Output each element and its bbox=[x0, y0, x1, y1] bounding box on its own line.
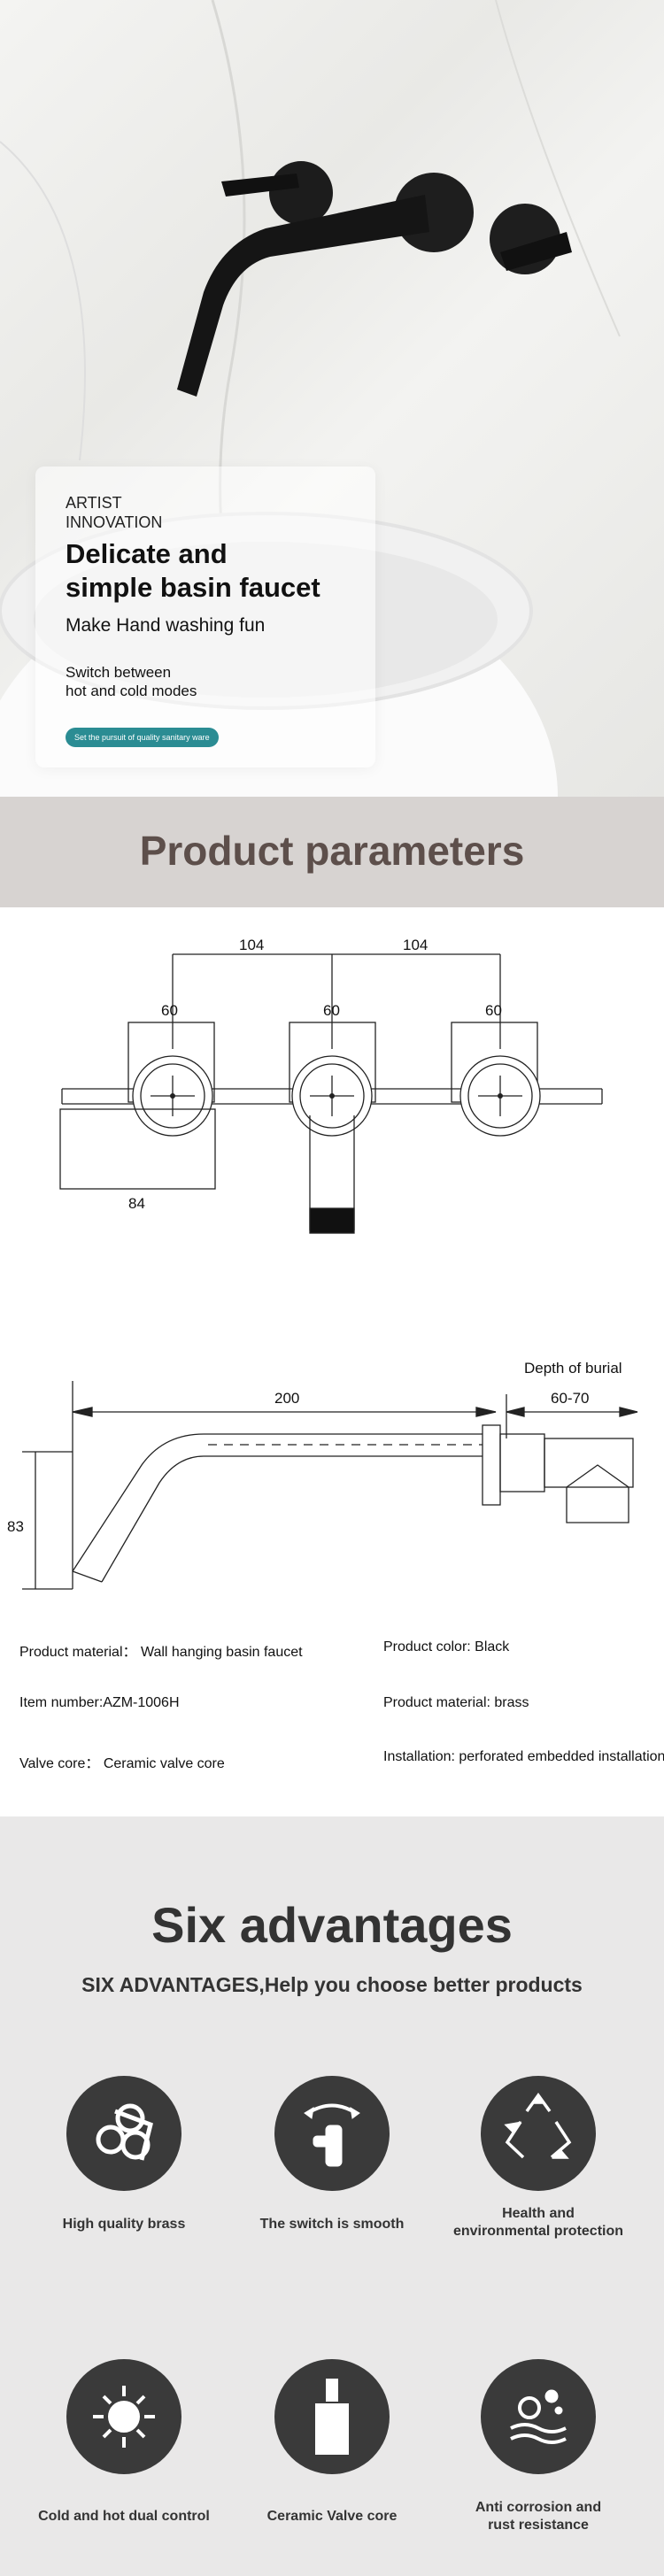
advantages-section: Six advantages SIX ADVANTAGES,Help you c… bbox=[0, 1816, 664, 2576]
hero-desc-line-1: Switch between bbox=[66, 664, 172, 681]
advantage-label: High quality brass bbox=[18, 2216, 230, 2233]
advantage-label-line-1: High quality brass bbox=[62, 2217, 186, 2232]
dim-width-left: 60 bbox=[161, 1002, 178, 1019]
advantage-label: Anti corrosion and rust resistance bbox=[432, 2499, 645, 2534]
parameters-heading: Product parameters bbox=[139, 828, 525, 874]
dim-plate-width: 84 bbox=[128, 1195, 145, 1212]
dim-height: 83 bbox=[7, 1518, 24, 1535]
hero-title-line-1: Delicate and bbox=[66, 538, 228, 569]
hero-desc-line-2: hot and cold modes bbox=[66, 683, 197, 699]
advantage-label-line-1: The switch is smooth bbox=[259, 2217, 405, 2232]
advantage-item: Health and environmental protection bbox=[432, 2076, 645, 2241]
advantage-item: High quality brass bbox=[18, 2076, 230, 2233]
dim-spacing-right: 104 bbox=[403, 937, 428, 953]
advantage-label-line-1: Anti corrosion and bbox=[475, 2500, 602, 2515]
quality-pill-badge: Set the pursuit of quality sanitary ware bbox=[66, 728, 219, 747]
parameters-band: Product parameters bbox=[0, 797, 664, 907]
hero-section: ARTIST INNOVATION Delicate and simple ba… bbox=[0, 0, 664, 797]
spec-product-material-brass: Product material: brass bbox=[383, 1695, 529, 1710]
brand-line-2: INNOVATION bbox=[66, 513, 163, 531]
spec-item-number: Item number:AZM-1006H bbox=[19, 1695, 180, 1710]
advantage-label-line-2: environmental protection bbox=[452, 2224, 624, 2239]
recycle-icon bbox=[481, 2076, 596, 2191]
hero-subtitle: Make Hand washing fun bbox=[66, 615, 266, 636]
temperature-icon bbox=[66, 2359, 181, 2474]
brand-tagline: ARTIST INNOVATION bbox=[66, 493, 162, 532]
front-view-drawing: 104 104 60 60 60 84 bbox=[59, 937, 603, 1234]
hero-title-line-2: simple basin faucet bbox=[66, 572, 320, 603]
spec-product-color: Product color: Black bbox=[383, 1639, 510, 1654]
advantage-label: The switch is smooth bbox=[226, 2216, 438, 2233]
advantage-label: Cold and hot dual control bbox=[18, 2508, 230, 2526]
dim-spout-length: 200 bbox=[274, 1390, 299, 1407]
brand-line-1: ARTIST bbox=[66, 494, 122, 512]
advantage-label-line-2: rust resistance bbox=[488, 2518, 589, 2533]
advantage-item: Cold and hot dual control bbox=[18, 2359, 230, 2526]
dim-spacing-left: 104 bbox=[239, 937, 264, 953]
hero-title: Delicate and simple basin faucet bbox=[66, 537, 367, 605]
advantage-label-line-1: Ceramic Valve core bbox=[266, 2509, 398, 2524]
advantage-label: Health and environmental protection bbox=[432, 2205, 645, 2241]
advantages-heading: Six advantages bbox=[151, 1897, 513, 1953]
advantage-label-line-1: Cold and hot dual control bbox=[38, 2509, 210, 2524]
advantage-label: Ceramic Valve core bbox=[226, 2508, 438, 2526]
valve-icon bbox=[274, 2359, 390, 2474]
advantage-item: The switch is smooth bbox=[226, 2076, 438, 2233]
advantage-item: Ceramic Valve core bbox=[226, 2359, 438, 2526]
dim-width-right: 60 bbox=[485, 1002, 502, 1019]
hero-description: Switch between hot and cold modes bbox=[66, 663, 260, 700]
spec-valve-core: Valve core： Ceramic valve core bbox=[19, 1756, 225, 1771]
spec-product-material: Product material： Wall hanging basin fau… bbox=[19, 1645, 303, 1660]
brass-icon bbox=[66, 2076, 181, 2191]
switch-icon bbox=[274, 2076, 390, 2191]
anti-corrosion-icon bbox=[481, 2359, 596, 2474]
advantage-label-line-1: Health and bbox=[502, 2206, 575, 2221]
advantage-item: Anti corrosion and rust resistance bbox=[432, 2359, 645, 2534]
side-view-drawing: Depth of burial 200 60-70 83 bbox=[7, 1360, 638, 1590]
hero-text-card: ARTIST INNOVATION Delicate and simple ba… bbox=[35, 467, 375, 767]
advantages-subheading: SIX ADVANTAGES,Help you choose better pr… bbox=[81, 1973, 583, 1996]
dim-burial-depth: 60-70 bbox=[551, 1390, 589, 1407]
spec-installation: Installation: perforated embedded instal… bbox=[383, 1749, 664, 1764]
dim-width-center: 60 bbox=[323, 1002, 340, 1019]
depth-of-burial-label: Depth of burial bbox=[524, 1360, 622, 1377]
